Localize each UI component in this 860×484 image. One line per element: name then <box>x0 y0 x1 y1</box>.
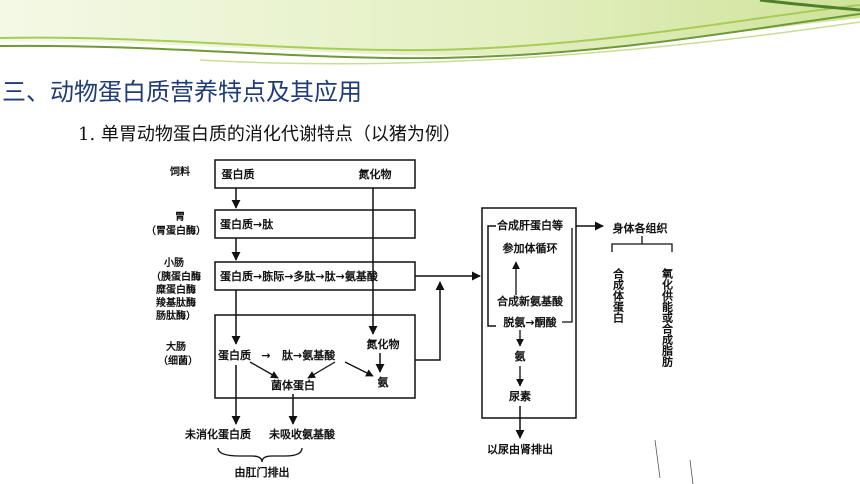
feed-nitride: 氮化物 <box>359 167 392 181</box>
label-small-intestine-enzyme-1: （胰蛋白酶 <box>151 270 201 283</box>
stomach-text: 蛋白质→肽 <box>220 217 274 231</box>
large-intestine-protein: 蛋白质 <box>218 348 251 362</box>
large-intestine-peptide-aa: 肽→氨基酸 <box>282 348 336 362</box>
body-tissues: 身体各组织 <box>613 221 668 235</box>
label-stomach: 胃 <box>175 211 185 223</box>
label-large-intestine-bacteria: （细菌） <box>158 354 198 367</box>
label-large-intestine: 大肠 <box>166 340 186 353</box>
liver-ammonia: 氨 <box>515 349 526 363</box>
synthesize-new-aa: 合成新氨基酸 <box>497 294 564 308</box>
excreted-via-kidney: 以尿由肾排出 <box>487 442 553 456</box>
small-intestine-text: 蛋白质→胨际→多肽→肽→氨基酸 <box>220 269 379 283</box>
bacterial-protein: 菌体蛋白 <box>271 378 315 392</box>
label-small-intestine: 小肠 <box>163 256 184 269</box>
deamination: 脱氨→酮酸 <box>503 315 557 329</box>
feed-protein: 蛋白质 <box>222 167 255 181</box>
label-small-intestine-enzyme-4: 肠肽酶） <box>156 309 196 322</box>
undigested-protein: 未消化蛋白质 <box>184 427 251 441</box>
liver-box <box>481 207 577 419</box>
stomach-box <box>214 209 416 239</box>
unabsorbed-aa: 未吸收氨基酸 <box>268 427 336 441</box>
branch-energy-fat: 氧化供能或合成脂肪 <box>661 267 675 368</box>
synthesize-liver-protein: 合成肝蛋白等 <box>497 218 563 232</box>
large-intestine-ammonia: 氨 <box>378 375 389 389</box>
feed-box <box>214 159 416 189</box>
slide-subtitle: 1. 单胃动物蛋白质的消化代谢特点（以猪为例） <box>78 124 461 145</box>
large-intestine-box <box>214 314 416 399</box>
large-intestine-nitride: 氮化物 <box>367 337 400 351</box>
large-intestine-arrow: → <box>261 349 270 362</box>
circulation: 参加体循环 <box>503 241 558 255</box>
header-banner <box>0 0 860 65</box>
label-stomach-enzyme: （胃蛋白酶） <box>146 224 206 237</box>
urea: 尿素 <box>509 389 531 403</box>
branch-body-protein: 合成体蛋白 <box>612 267 625 324</box>
label-small-intestine-enzyme-2: 糜蛋白酶 <box>156 283 196 296</box>
label-feed: 饲料 <box>169 165 190 178</box>
label-small-intestine-enzyme-3: 羧基肽酶 <box>156 296 196 309</box>
excreted-via-anus: 由肛门排出 <box>235 465 290 479</box>
slide-title: 三、动物蛋白质营养特点及其应用 <box>2 78 362 106</box>
